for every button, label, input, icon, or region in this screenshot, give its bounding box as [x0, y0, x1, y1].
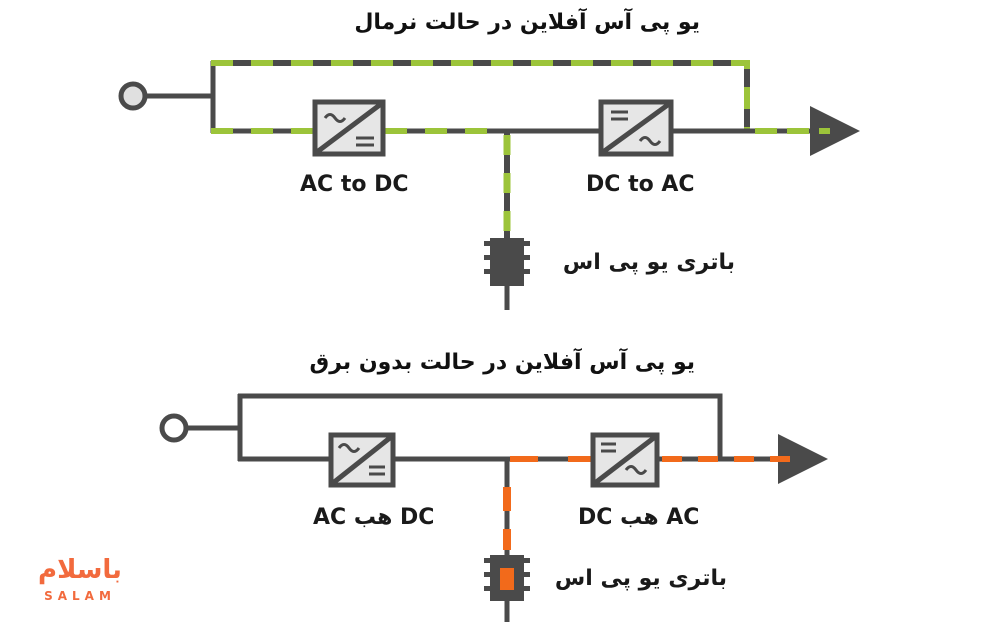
logo-english-text: SALAM	[44, 589, 116, 603]
top-diagram	[118, 60, 860, 310]
bottom-battery-label: باتری یو پی اس	[554, 566, 727, 591]
ac-dc-rectifier-icon	[312, 99, 386, 157]
dc-ac-inverter-icon	[590, 432, 660, 488]
ac-input-terminal-icon	[118, 81, 148, 111]
bottom-ac-to-dc-label: AC به DC	[313, 505, 435, 530]
top-ac-to-dc-label: AC to DC	[300, 172, 409, 197]
bypass-line	[238, 393, 723, 460]
salam-logo: باسلام SALAM	[30, 555, 130, 615]
top-dc-to-ac-label: DC to AC	[586, 172, 695, 197]
ac-input-terminal-icon	[159, 413, 189, 443]
battery-icon	[484, 238, 530, 286]
top-battery-label: باتری یو پی اس	[562, 250, 735, 275]
dc-ac-inverter-icon	[598, 99, 674, 157]
bottom-dc-to-ac-label: DC به AC	[578, 505, 700, 530]
battery-icon	[484, 555, 530, 601]
logo-persian-text: باسلام	[38, 555, 122, 585]
ac-dc-rectifier-icon	[328, 432, 396, 488]
bottom-diagram	[159, 393, 828, 622]
top-diagram-title: یو پی آس آفلاین در حالت نرمال	[354, 10, 700, 35]
bottom-diagram-title: یو پی آس آفلاین در حالت بدون برق	[309, 350, 695, 375]
